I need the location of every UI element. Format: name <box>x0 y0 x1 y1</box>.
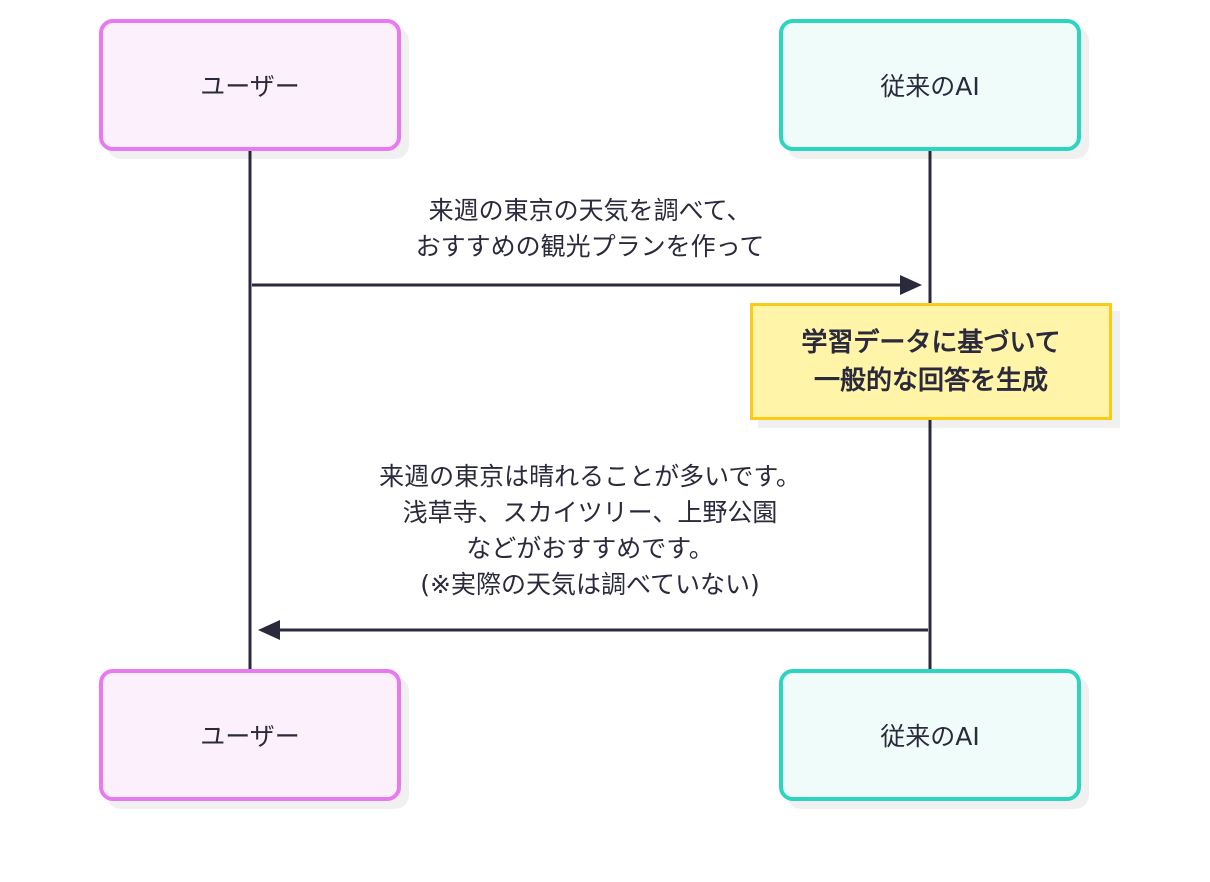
message-response-text: 来週の東京は晴れることが多いです。 浅草寺、スカイツリー、上野公園 などがおすす… <box>379 462 801 599</box>
note-ai-processing: 学習データに基づいて 一般的な回答を生成 <box>750 303 1112 420</box>
actor-label: ユーザー <box>200 72 300 101</box>
actor-ai-top: 従来のAI <box>779 19 1081 151</box>
message-request-text: 来週の東京の天気を調べて、 おすすめの観光プランを作って <box>415 196 765 261</box>
message-arrow-request <box>252 275 922 295</box>
actor-label: 従来のAI <box>880 72 980 101</box>
actor-user-bottom: ユーザー <box>99 669 401 801</box>
actor-ai-bottom: 従来のAI <box>779 669 1081 801</box>
actor-label: ユーザー <box>200 722 300 751</box>
message-arrow-response <box>258 620 928 640</box>
arrowhead-right-icon <box>900 275 922 295</box>
actor-label: 従来のAI <box>880 722 980 751</box>
actor-user-top: ユーザー <box>99 19 401 151</box>
arrowhead-left-icon <box>258 620 280 640</box>
